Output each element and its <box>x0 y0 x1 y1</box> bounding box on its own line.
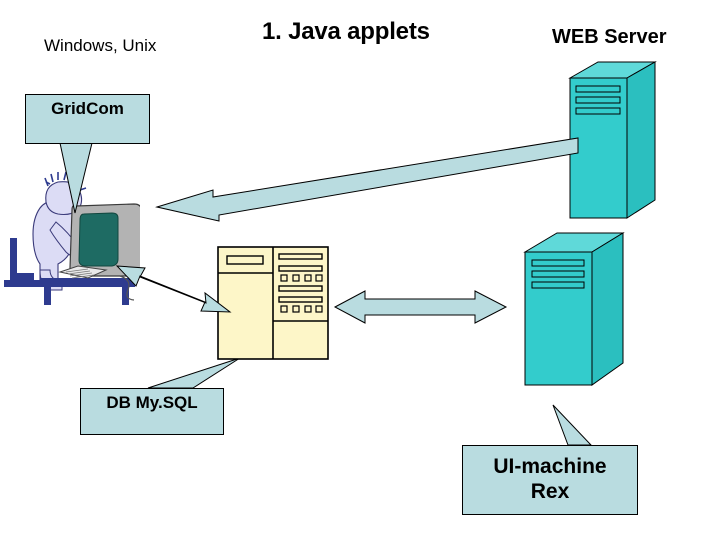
arrow-database-to-rex <box>333 290 508 324</box>
chair-seat-icon <box>4 280 40 287</box>
callout-ui-machine-rex: UI-machine Rex <box>462 445 638 515</box>
desk-surface-icon <box>40 278 135 287</box>
server-drive-slots <box>531 259 585 289</box>
arrow-server-to-client <box>155 137 579 222</box>
rex-server-tower <box>523 232 625 386</box>
chair-icon <box>10 238 34 280</box>
callout-gridcom-label: GridCom <box>51 99 124 118</box>
desk-leg-left-icon <box>44 287 51 305</box>
monitor-screen-icon <box>78 212 119 267</box>
client-workstation-illustration <box>4 171 140 305</box>
mouse-cable-icon <box>119 275 135 301</box>
callout-ui-machine-line2: Rex <box>530 480 570 503</box>
callout-ui-machine-line1: UI-machine <box>493 455 607 479</box>
callout-db-mysql: DB My.SQL <box>80 388 224 435</box>
rack-indicator-lights-top <box>280 274 323 282</box>
database-rack <box>217 246 329 360</box>
page-title: 1. Java applets <box>262 18 430 45</box>
rack-slot-rows <box>278 253 323 303</box>
web-server-tower <box>568 61 657 219</box>
web-server-label: WEB Server <box>552 26 667 48</box>
keyboard-keys-icon <box>65 268 95 279</box>
client-platform-label: Windows, Unix <box>44 36 157 55</box>
arrow-client-to-database <box>115 265 232 313</box>
callout-gridcom: GridCom <box>25 94 150 144</box>
rack-indicator-lights-bottom <box>280 305 323 313</box>
rack-tape-drive <box>226 255 264 265</box>
server-drive-slots <box>575 85 621 115</box>
desk-leg-right-icon <box>122 287 129 305</box>
callout-db-mysql-label: DB My.SQL <box>106 393 198 412</box>
